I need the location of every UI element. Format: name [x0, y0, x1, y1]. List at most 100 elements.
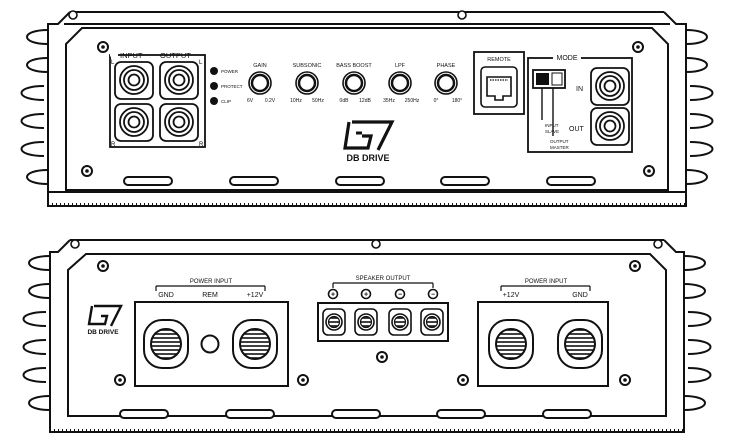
phase-max-label: 180°: [452, 98, 462, 104]
face-plate-bottom: [67, 253, 667, 417]
mode-switch[interactable]: [532, 69, 566, 89]
heatsink-fins-left-bottom: [22, 255, 51, 411]
gain-max-label: 0.2V: [265, 98, 276, 104]
status-leds: POWER PROTECT CLIP: [210, 67, 243, 105]
control-knobs: GAIN 6V 0.2V SUBSONIC 10Hz 50Hz BASS BOO…: [247, 63, 462, 104]
speaker-terminal-4[interactable]: [420, 308, 444, 336]
plus12v-terminal-left[interactable]: [232, 319, 278, 369]
brand-name-top: DB DRIVE: [346, 153, 389, 163]
remote-port-block: REMOTE: [473, 51, 525, 115]
phase-label: PHASE: [437, 63, 456, 69]
chassis-outline-bottom: [49, 239, 685, 433]
brand-name-bottom: DB DRIVE: [87, 329, 119, 336]
speaker-terminal-3[interactable]: [388, 308, 412, 336]
polarity-minus-2-icon: −: [427, 288, 439, 300]
channel-right-label-b: R: [199, 142, 204, 148]
subsonic-label: SUBSONIC: [293, 63, 322, 69]
vent-slots-top: [123, 176, 596, 186]
plus12v-label-left: +12V: [247, 292, 264, 299]
subsonic-min-label: 10Hz: [290, 98, 302, 104]
speaker-terminal-1[interactable]: [322, 308, 346, 336]
protect-led-icon: [210, 82, 218, 90]
rca-jack-output-right[interactable]: [159, 103, 199, 142]
plus12v-terminal-right[interactable]: [488, 319, 534, 369]
power-led-icon: [210, 67, 218, 75]
channel-left-label-a: L: [111, 60, 115, 66]
heatsink-fins-left-top: [20, 29, 49, 185]
rem-label: REM: [202, 292, 218, 299]
screw-icon: [457, 10, 467, 20]
lpf-min-label: 35Hz: [383, 98, 395, 104]
remote-rj-jack[interactable]: [480, 66, 518, 108]
rca-jack-mode-in[interactable]: [590, 67, 630, 106]
bass-boost-knob[interactable]: BASS BOOST 0dB 12dB: [336, 63, 372, 104]
rca-jack-input-right[interactable]: [114, 103, 154, 142]
rca-jack-mode-out[interactable]: [590, 107, 630, 146]
mode-output-label: OUTPUT: [550, 139, 569, 144]
g7-logo-icon: [343, 120, 395, 151]
power-input-left: POWER INPUT GND REM +12V: [134, 279, 289, 387]
gain-knob[interactable]: GAIN 6V 0.2V: [247, 63, 276, 104]
screw-icon: [371, 239, 381, 249]
plus12v-label-right: +12V: [503, 292, 520, 299]
gnd-label-left: GND: [158, 292, 174, 299]
rem-terminal[interactable]: [200, 334, 220, 354]
screw-icon: [68, 10, 78, 20]
led-clip-label: CLIP: [221, 99, 231, 104]
heatsink-fins-right-bottom: [683, 255, 712, 411]
led-protect-label: PROTECT: [221, 84, 243, 89]
rca-jack-input-left[interactable]: [114, 61, 154, 100]
mode-title: MODE: [557, 55, 578, 62]
lpf-max-label: 250Hz: [405, 98, 420, 104]
mode-in-label: IN: [576, 86, 583, 93]
lpf-knob[interactable]: LPF 35Hz 250Hz: [383, 63, 420, 104]
face-plate-top: [65, 27, 669, 191]
power-input-left-title: POWER INPUT: [190, 279, 233, 285]
bass-boost-min-label: 0dB: [340, 98, 350, 104]
power-input-right-title: POWER INPUT: [525, 279, 568, 285]
heatsink-fins-right-top: [685, 29, 714, 185]
subsonic-knob[interactable]: SUBSONIC 10Hz 50Hz: [290, 63, 324, 104]
mode-block: MODE INPUT SLAVE OUTPUT MASTER IN OUT: [527, 53, 633, 153]
mode-out-label: OUT: [569, 126, 585, 133]
gnd-terminal-left[interactable]: [143, 319, 189, 369]
brand-logo-top: DB DRIVE: [343, 120, 395, 163]
gain-label: GAIN: [253, 63, 266, 69]
mode-slave-label: SLAVE: [545, 129, 559, 134]
rca-jack-output-left[interactable]: [159, 61, 199, 100]
polarity-plus-1-icon: +: [327, 288, 339, 300]
mode-input-label: INPUT: [545, 123, 559, 128]
clip-led-icon: [210, 97, 218, 105]
speaker-output-title: SPEAKER OUTPUT: [356, 276, 411, 282]
phase-knob[interactable]: PHASE 0° 180°: [434, 63, 463, 104]
screw-icon: [70, 239, 80, 249]
remote-label: REMOTE: [487, 57, 511, 63]
power-input-right: POWER INPUT +12V GND: [477, 279, 609, 387]
lpf-label: LPF: [395, 63, 406, 69]
phase-min-label: 0°: [434, 98, 439, 104]
screws-top: [68, 10, 655, 177]
output-label: OUTPUT: [160, 51, 191, 60]
screws-bottom: [70, 239, 663, 386]
mode-master-label: MASTER: [550, 145, 570, 150]
vent-slots-bottom: [119, 409, 592, 419]
speaker-terminal-2[interactable]: [354, 308, 378, 336]
svg-text:−: −: [431, 292, 435, 299]
chassis-outline-top: [47, 11, 687, 207]
rca-input-output-block: INPUT OUTPUT L L R R: [109, 51, 206, 148]
led-power-label: POWER: [221, 69, 239, 74]
polarity-minus-1-icon: −: [394, 288, 406, 300]
channel-left-label-b: L: [199, 60, 203, 66]
gnd-label-right: GND: [572, 292, 588, 299]
svg-text:+: +: [331, 292, 335, 299]
channel-right-label-a: R: [111, 142, 116, 148]
input-label: INPUT: [120, 51, 143, 60]
subsonic-max-label: 50Hz: [312, 98, 324, 104]
gain-min-label: 6V: [247, 98, 254, 104]
gnd-terminal-right[interactable]: [557, 319, 603, 369]
screw-icon: [653, 239, 663, 249]
g7-logo-icon: [87, 304, 123, 327]
bottom-amplifier-panel: [22, 239, 712, 433]
svg-text:+: +: [364, 292, 368, 299]
